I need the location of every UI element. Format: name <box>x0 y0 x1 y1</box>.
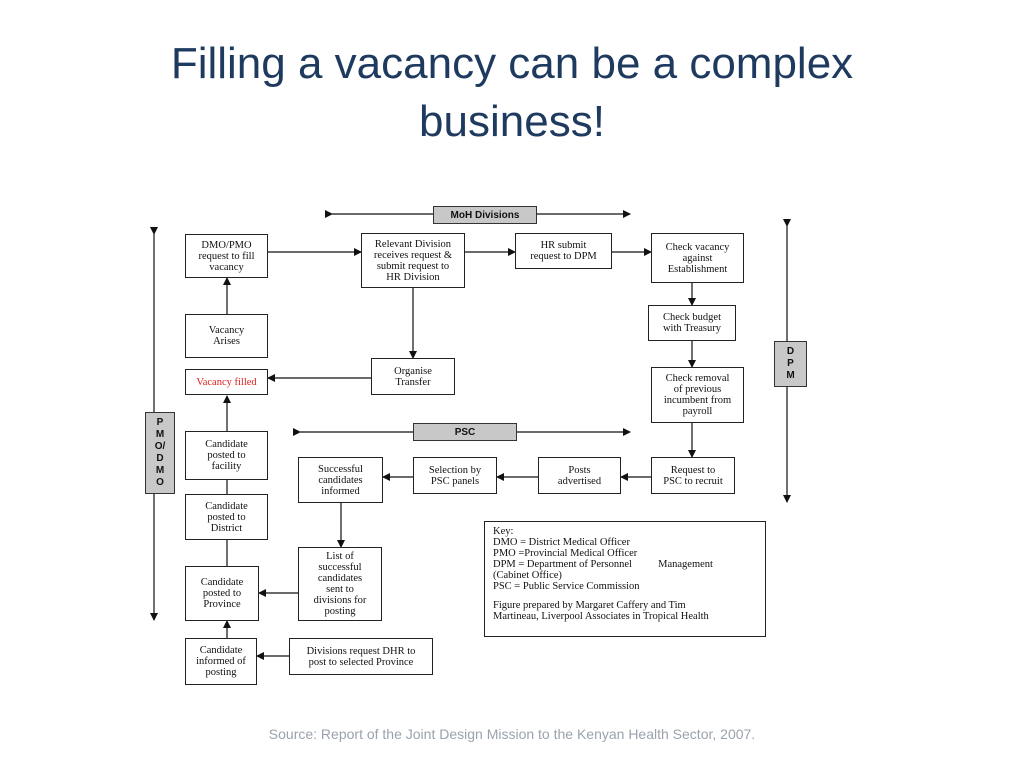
dmo-pmo-request-box: DMO/PMO request to fill vacancy <box>185 234 268 278</box>
posts-advertised-box: Posts advertised <box>538 457 621 494</box>
slide-title: Filling a vacancy can be a complex busin… <box>170 39 854 146</box>
key-dpm-cont: (Cabinet Office) <box>493 570 562 581</box>
vacancy-arises-box: Vacancy Arises <box>185 314 268 358</box>
key-heading: Key: <box>493 526 514 537</box>
informed-posting-box: Candidate informed of posting <box>185 638 257 685</box>
moh-divisions-label: MoH Divisions <box>433 206 537 224</box>
divisions-request-box: Divisions request DHR to post to selecte… <box>289 638 433 675</box>
key-psc: PSC = Public Service Commission <box>493 581 640 592</box>
key-dpm: DPM = Department of Personnel Management <box>493 559 713 570</box>
request-psc-box: Request to PSC to recruit <box>651 457 735 494</box>
relevant-division-box: Relevant Division receives request & sub… <box>361 233 465 288</box>
hr-submit-box: HR submit request to DPM <box>515 233 612 269</box>
key-dmo: DMO = District Medical Officer <box>493 537 630 548</box>
dpm-label: D P M <box>774 341 807 387</box>
source-caption: Source: Report of the Joint Design Missi… <box>268 726 756 742</box>
successful-informed-box: Successful candidates informed <box>298 457 383 503</box>
selection-panels-box: Selection by PSC panels <box>413 457 497 494</box>
key-credit-2: Martineau, Liverpool Associates in Tropi… <box>493 611 709 622</box>
list-successful-box: List of successful candidates sent to di… <box>298 547 382 621</box>
key-credit-1: Figure prepared by Margaret Caffery and … <box>493 600 686 611</box>
posted-district-box: Candidate posted to District <box>185 494 268 540</box>
check-removal-box: Check removal of previous incumbent from… <box>651 367 744 423</box>
key-pmo: PMO =Provincial Medical Officer <box>493 548 638 559</box>
pmo-dmo-label: P M O/ D M O <box>145 412 175 494</box>
check-budget-box: Check budget with Treasury <box>648 305 736 341</box>
posted-facility-box: Candidate posted to facility <box>185 431 268 480</box>
check-vacancy-box: Check vacancy against Establishment <box>651 233 744 283</box>
organise-transfer-box: Organise Transfer <box>371 358 455 395</box>
psc-label: PSC <box>413 423 517 441</box>
posted-province-box: Candidate posted to Province <box>185 566 259 621</box>
diagram-key: Key: DMO = District Medical Officer PMO … <box>484 521 766 637</box>
vacancy-filled-box: Vacancy filled <box>185 369 268 395</box>
